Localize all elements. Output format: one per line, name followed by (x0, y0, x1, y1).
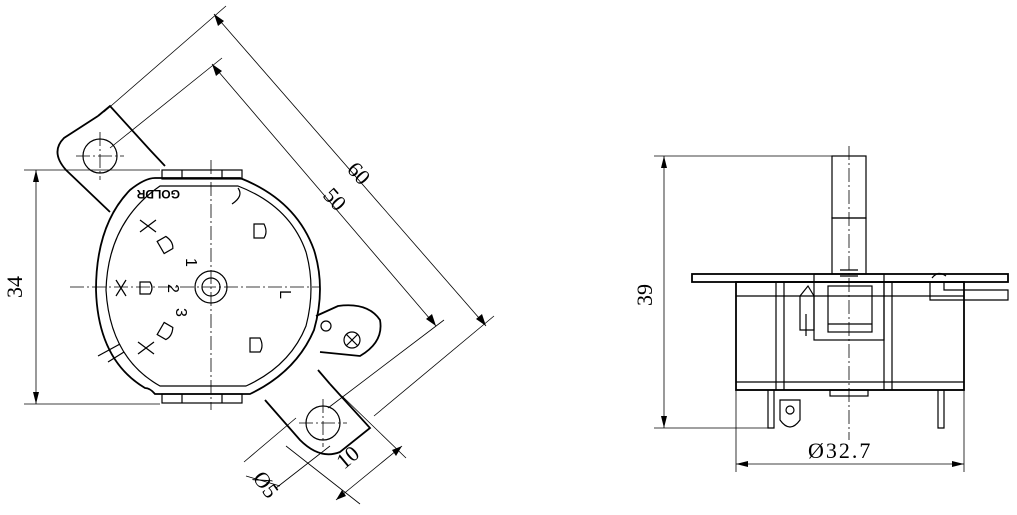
dim-34: 34 (2, 169, 160, 405)
dim-39-label: 39 (632, 284, 657, 306)
dim-32-7-label: 32.7 (826, 438, 873, 463)
dim-39: 39 (632, 155, 832, 429)
dim-60-label: 60 (342, 157, 375, 190)
terminal-3-label: 3 (172, 308, 189, 317)
dim-10-label: 10 (331, 441, 364, 474)
side-plate (691, 273, 1009, 283)
shaft-outer (194, 270, 228, 304)
svg-text:Ø32.7: Ø32.7 (808, 438, 872, 463)
motor-body (95, 169, 382, 404)
dim-32-7-phi: Ø (808, 438, 826, 463)
dim-50-label: 50 (318, 183, 351, 216)
terminal-L-label: L (276, 290, 293, 299)
front-view: GOLDR 1 2 3 L 34 (2, 5, 495, 505)
brand-label: GOLDR (136, 187, 180, 201)
shaft-inner (201, 277, 221, 297)
dim-50: 50 (109, 57, 445, 409)
terminal-1-label: 1 (182, 258, 199, 267)
terminal-2-label: 2 (164, 284, 181, 293)
svg-text:Ø5: Ø5 (248, 466, 284, 502)
dim-hole-5: Ø5 (243, 417, 331, 503)
mounting-plate (56, 104, 372, 456)
terminal-markers (115, 219, 267, 355)
dim-34-label: 34 (2, 276, 27, 298)
dim-32-7: Ø32.7 (735, 390, 965, 472)
dim-10: 10 (285, 395, 407, 505)
side-view: 39 Ø32.7 (632, 146, 1009, 472)
